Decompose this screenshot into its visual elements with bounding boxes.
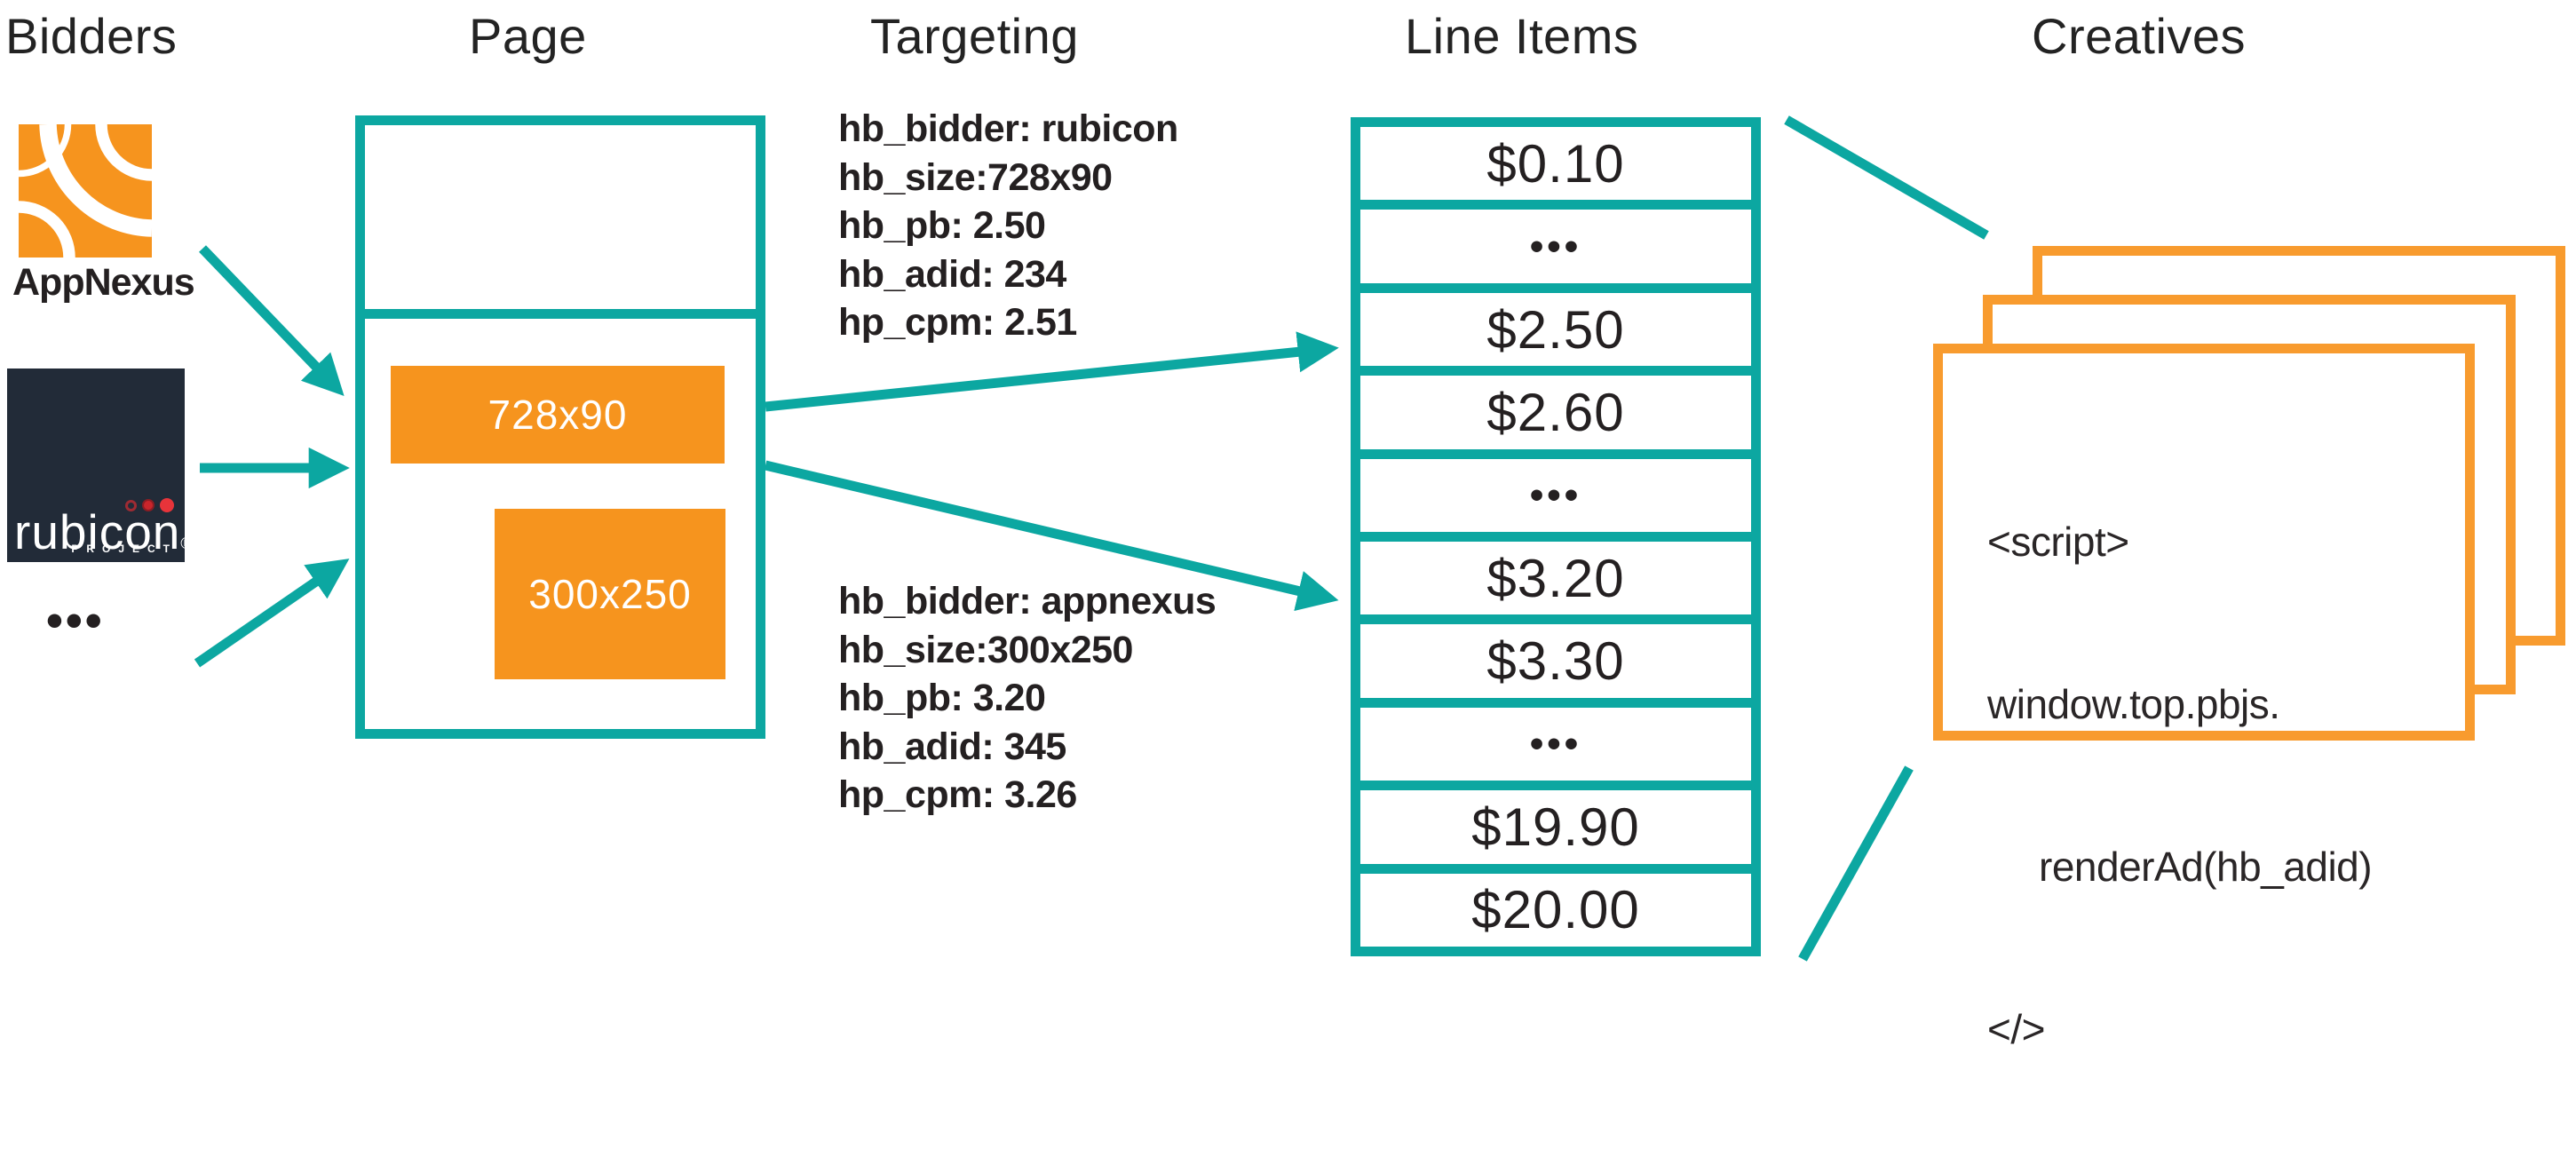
page-wireframe: 728x90 300x250 xyxy=(355,115,765,739)
line-item-row: $2.50 xyxy=(1360,292,1751,367)
connector-lineitems-to-creatives-bottom xyxy=(1798,765,1914,962)
targeting-line: hb_adid: 234 xyxy=(838,252,1066,296)
rubicon-dot-solid xyxy=(160,498,174,512)
code-line: window.top.pbjs. xyxy=(1987,681,2280,727)
targeting-line: hb_bidder: appnexus xyxy=(838,580,1217,622)
appnexus-label: AppNexus xyxy=(12,261,195,304)
column-header-bidders: Bidders xyxy=(5,8,178,64)
targeting-line: hp_cpm: 3.26 xyxy=(838,773,1077,816)
column-header-line-items: Line Items xyxy=(1405,8,1639,64)
targeting-block-appnexus: hb_bidder: appnexus hb_size:300x250 hb_p… xyxy=(838,577,1336,820)
column-header-targeting: Targeting xyxy=(870,8,1079,64)
line-item-row: $3.30 xyxy=(1360,624,1751,698)
header-bidding-diagram: Bidders Page Targeting Line Items Creati… xyxy=(5,8,2565,1052)
code-line: <script> xyxy=(1987,519,2129,565)
code-line: renderAd(hb_adid) xyxy=(2039,844,2373,890)
column-header-page: Page xyxy=(469,8,587,64)
line-item-row-ellipsis: ••• xyxy=(1360,458,1751,533)
line-item-row: $3.20 xyxy=(1360,542,1751,615)
ad-slot-300x250-label: 300x250 xyxy=(528,571,692,617)
ad-slot-728x90-label: 728x90 xyxy=(487,392,628,438)
targeting-block-rubicon: hb_bidder: rubicon hb_size:728x90 hb_pb:… xyxy=(838,105,1336,347)
line-item-row: $20.00 xyxy=(1360,873,1751,947)
more-bidders-ellipsis: ••• xyxy=(46,594,105,647)
rubicon-dot-ringed xyxy=(142,499,155,511)
rubicon-project-text: PROJECT xyxy=(71,543,178,555)
connector-lineitems-to-creatives-top xyxy=(1784,115,1989,240)
targeting-line: hb_pb: 2.50 xyxy=(838,204,1046,247)
appnexus-logo-icon xyxy=(18,124,153,258)
targeting-line: hb_size:728x90 xyxy=(838,155,1113,199)
targeting-line: hb_size:300x250 xyxy=(838,628,1133,671)
arrow-appnexus-to-page xyxy=(199,245,345,396)
code-line: </> xyxy=(1987,1006,2046,1052)
creative-script-code: <script> window.top.pbjs. renderAd(hb_ad… xyxy=(1987,407,2373,1165)
arrow-page-to-250-bucket xyxy=(765,331,1339,412)
line-item-row: $0.10 xyxy=(1360,127,1751,201)
line-item-row: $2.60 xyxy=(1360,376,1751,449)
rubicon-logo-dots xyxy=(125,498,174,512)
targeting-line: hb_adid: 345 xyxy=(838,725,1066,768)
line-items-table: $0.10 ••• $2.50 $2.60 ••• $3.20 $3.30 ••… xyxy=(1351,117,1761,956)
targeting-line: hp_cpm: 2.51 xyxy=(838,301,1077,344)
arrow-more-to-page xyxy=(194,559,350,668)
page-header-divider xyxy=(365,309,756,319)
line-item-row-ellipsis: ••• xyxy=(1360,707,1751,781)
column-header-creatives: Creatives xyxy=(2032,8,2247,64)
line-item-row-ellipsis: ••• xyxy=(1360,210,1751,283)
rubicon-project-logo-icon: rubicon® PROJECT xyxy=(7,369,193,562)
rubicon-wordmark: rubicon® xyxy=(14,504,194,559)
ad-slot-728x90: 728x90 xyxy=(391,366,725,464)
ad-slot-300x250: 300x250 xyxy=(495,509,725,679)
rubicon-dot-outline xyxy=(125,499,137,511)
targeting-line: hb_bidder: rubicon xyxy=(838,107,1178,150)
registered-mark: ® xyxy=(180,535,194,552)
creative-card-front: <script> window.top.pbjs. renderAd(hb_ad… xyxy=(1933,344,2475,1052)
line-item-row: $19.90 xyxy=(1360,790,1751,864)
targeting-line: hb_pb: 3.20 xyxy=(838,677,1046,719)
